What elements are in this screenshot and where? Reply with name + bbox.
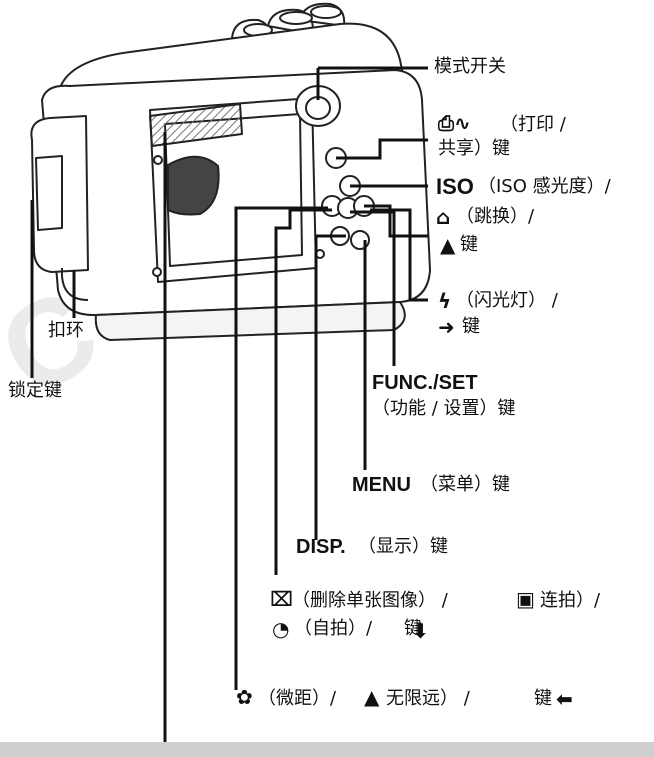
label-infinity: 无限远） /	[386, 688, 470, 709]
printer-share-icon: ⎙∿	[438, 111, 471, 135]
label-print-share-b: 共享）键	[438, 138, 510, 159]
leader-disp	[314, 234, 346, 540]
self-timer-icon: ◔	[272, 617, 290, 641]
lcd-window	[149, 103, 243, 147]
macro-flower-icon: ✿	[236, 685, 253, 709]
label-continuous: 连拍）/	[540, 590, 601, 611]
arrow-up-icon: ▲	[440, 233, 456, 257]
label-menu-desc: （菜单）键	[420, 474, 510, 495]
leader-macro	[234, 206, 328, 690]
label-iso-desc: （ISO 感光度）/	[478, 176, 611, 197]
label-disp-desc: （显示）键	[358, 536, 448, 557]
label-print-share-a: （打印 /	[500, 114, 566, 135]
label-erase: （删除单张图像） /	[292, 590, 448, 611]
label-jump: （跳换）/	[456, 206, 535, 227]
label-func-set: FUNC./SET	[372, 372, 478, 394]
label-right-key: 键	[462, 316, 480, 337]
bottom-bar	[0, 742, 654, 757]
label-up-key: 键	[460, 234, 478, 255]
arrow-down-icon: ⬇	[412, 619, 429, 643]
mountain-icon: ▲	[364, 685, 380, 709]
label-lock-key: 锁定键	[8, 380, 62, 401]
leader-erase	[274, 208, 332, 575]
leader-func-set	[350, 210, 396, 366]
trash-icon: ⌧	[270, 587, 294, 611]
label-flash: （闪光灯） /	[456, 290, 558, 311]
label-menu: MENU	[352, 474, 411, 496]
flash-icon: ϟ	[438, 289, 452, 313]
label-mode-switch: 模式开关	[434, 56, 506, 77]
arrow-right-icon: ➜	[438, 315, 455, 339]
arrow-left-icon: ⬅	[556, 687, 573, 711]
label-func-set-desc: （功能 / 设置）键	[372, 398, 516, 419]
leader-flash	[370, 208, 428, 302]
label-disp: DISP.	[296, 536, 346, 558]
label-self-timer: （自拍）/	[294, 618, 373, 639]
leader-print-share	[336, 138, 428, 160]
label-left-key: 键	[534, 688, 552, 709]
continuous-shooting-icon: ▣	[516, 587, 535, 611]
jump-icon: ⌂	[436, 205, 451, 229]
label-macro: （微距）/	[258, 688, 337, 709]
label-iso: ISO	[436, 174, 474, 199]
label-strap: 扣环	[48, 320, 84, 341]
label-down-key: 键	[404, 618, 422, 639]
